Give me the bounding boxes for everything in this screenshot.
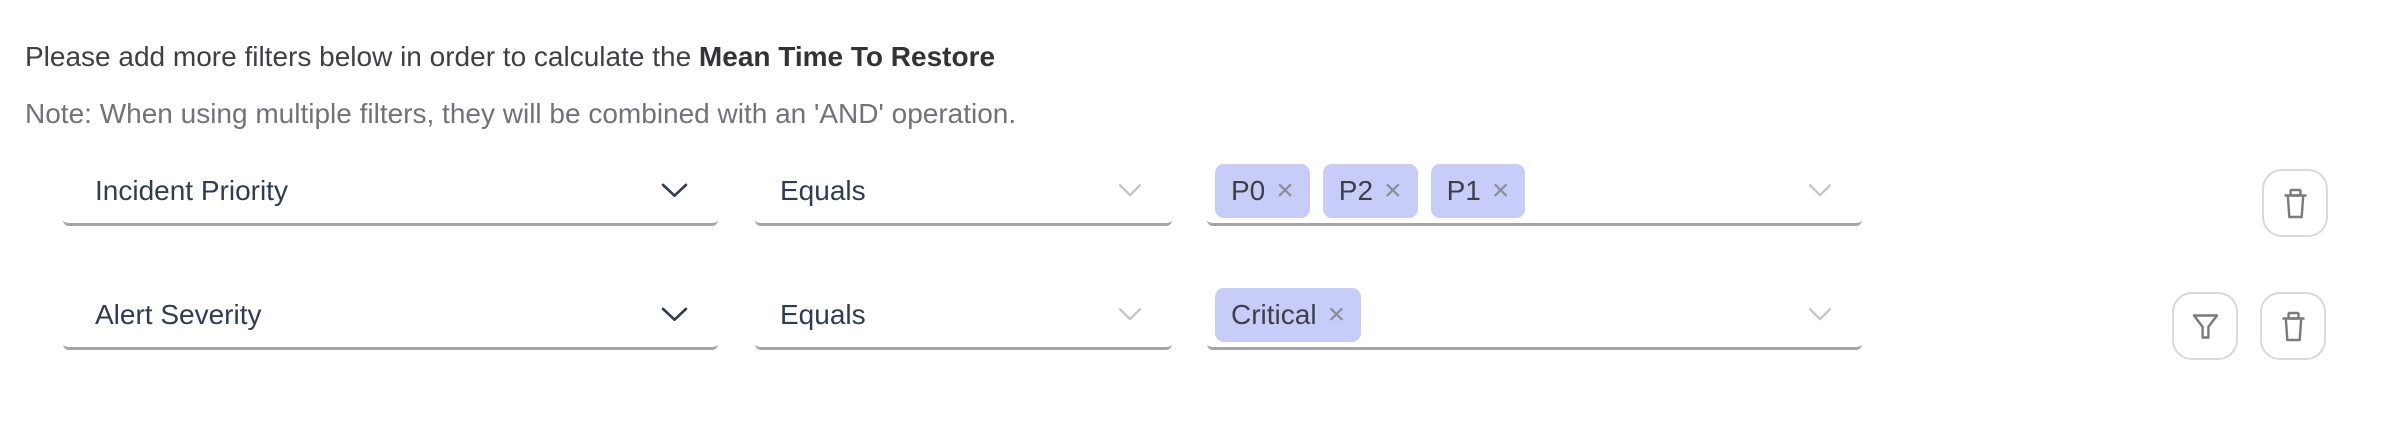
value-tag-label: P0 xyxy=(1231,174,1266,206)
trash-icon xyxy=(2284,188,2306,218)
operator-select-row1[interactable]: Equals xyxy=(755,158,1172,226)
operator-select-value: Equals xyxy=(780,298,866,330)
field-select-value: Alert Severity xyxy=(95,298,262,330)
and-operation-note: Note: When using multiple filters, they … xyxy=(25,98,1017,129)
values-multiselect-row1[interactable]: P0 × P2 × P1 × xyxy=(1207,158,1862,226)
value-tag: P0 × xyxy=(1215,163,1310,218)
filter-funnel-icon xyxy=(2192,313,2218,339)
field-select-value: Incident Priority xyxy=(95,174,288,206)
chevron-down-icon xyxy=(661,183,688,197)
chevron-down-icon xyxy=(1118,183,1142,196)
value-tag-label: P1 xyxy=(1446,174,1481,206)
remove-tag-icon[interactable]: × xyxy=(1276,173,1294,207)
value-tag: P1 × xyxy=(1430,163,1526,218)
value-tag-label: Critical xyxy=(1231,298,1317,330)
trash-icon xyxy=(2282,311,2304,341)
operator-select-value: Equals xyxy=(780,174,866,206)
chevron-down-icon xyxy=(1808,183,1832,196)
remove-tag-icon[interactable]: × xyxy=(1384,173,1402,207)
values-multiselect-row2[interactable]: Critical × xyxy=(1207,282,1862,350)
instructions-intro: Please add more filters below in order t… xyxy=(25,41,699,72)
value-tag: Critical × xyxy=(1215,287,1362,342)
value-tag-label: P2 xyxy=(1338,174,1374,206)
remove-tag-icon[interactable]: × xyxy=(1327,297,1346,331)
field-select-row2[interactable]: Alert Severity xyxy=(63,282,718,350)
delete-filter-button[interactable] xyxy=(2260,292,2326,360)
chevron-down-icon xyxy=(1118,307,1142,320)
delete-filter-button[interactable] xyxy=(2262,169,2328,237)
metric-name: Mean Time To Restore xyxy=(698,41,996,72)
value-tag: P2 × xyxy=(1322,163,1418,218)
remove-tag-icon[interactable]: × xyxy=(1491,173,1510,207)
field-select-row1[interactable]: Incident Priority xyxy=(63,158,718,226)
operator-select-row2[interactable]: Equals xyxy=(755,282,1172,350)
apply-filter-button[interactable] xyxy=(2172,292,2238,360)
chevron-down-icon xyxy=(661,307,688,321)
instructions-text: Please add more filters below in order t… xyxy=(25,41,995,73)
chevron-down-icon xyxy=(1808,307,1832,320)
